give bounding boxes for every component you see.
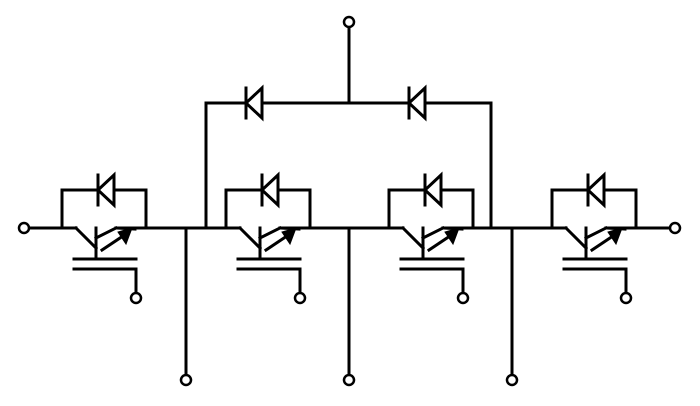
left-terminal [17, 221, 31, 235]
right-terminal [668, 221, 682, 235]
clamp-diode-1 [243, 84, 264, 122]
bottom-terminal-3 [505, 373, 519, 387]
igbt-cell-4 [550, 173, 638, 296]
gate-terminal-2 [293, 291, 307, 305]
bottom-terminal-2 [342, 373, 356, 387]
gate-terminal-1 [129, 291, 143, 305]
clamp-diode-2 [406, 84, 427, 122]
bottom-terminal-1 [179, 373, 193, 387]
igbt-cell-3 [387, 173, 475, 296]
igbt-cell-1 [60, 173, 148, 296]
gate-terminal-4 [619, 291, 633, 305]
top-terminal [342, 15, 356, 29]
igbt-cell-2 [224, 173, 312, 296]
clamp-bus [204, 101, 493, 230]
gate-terminal-3 [456, 291, 470, 305]
